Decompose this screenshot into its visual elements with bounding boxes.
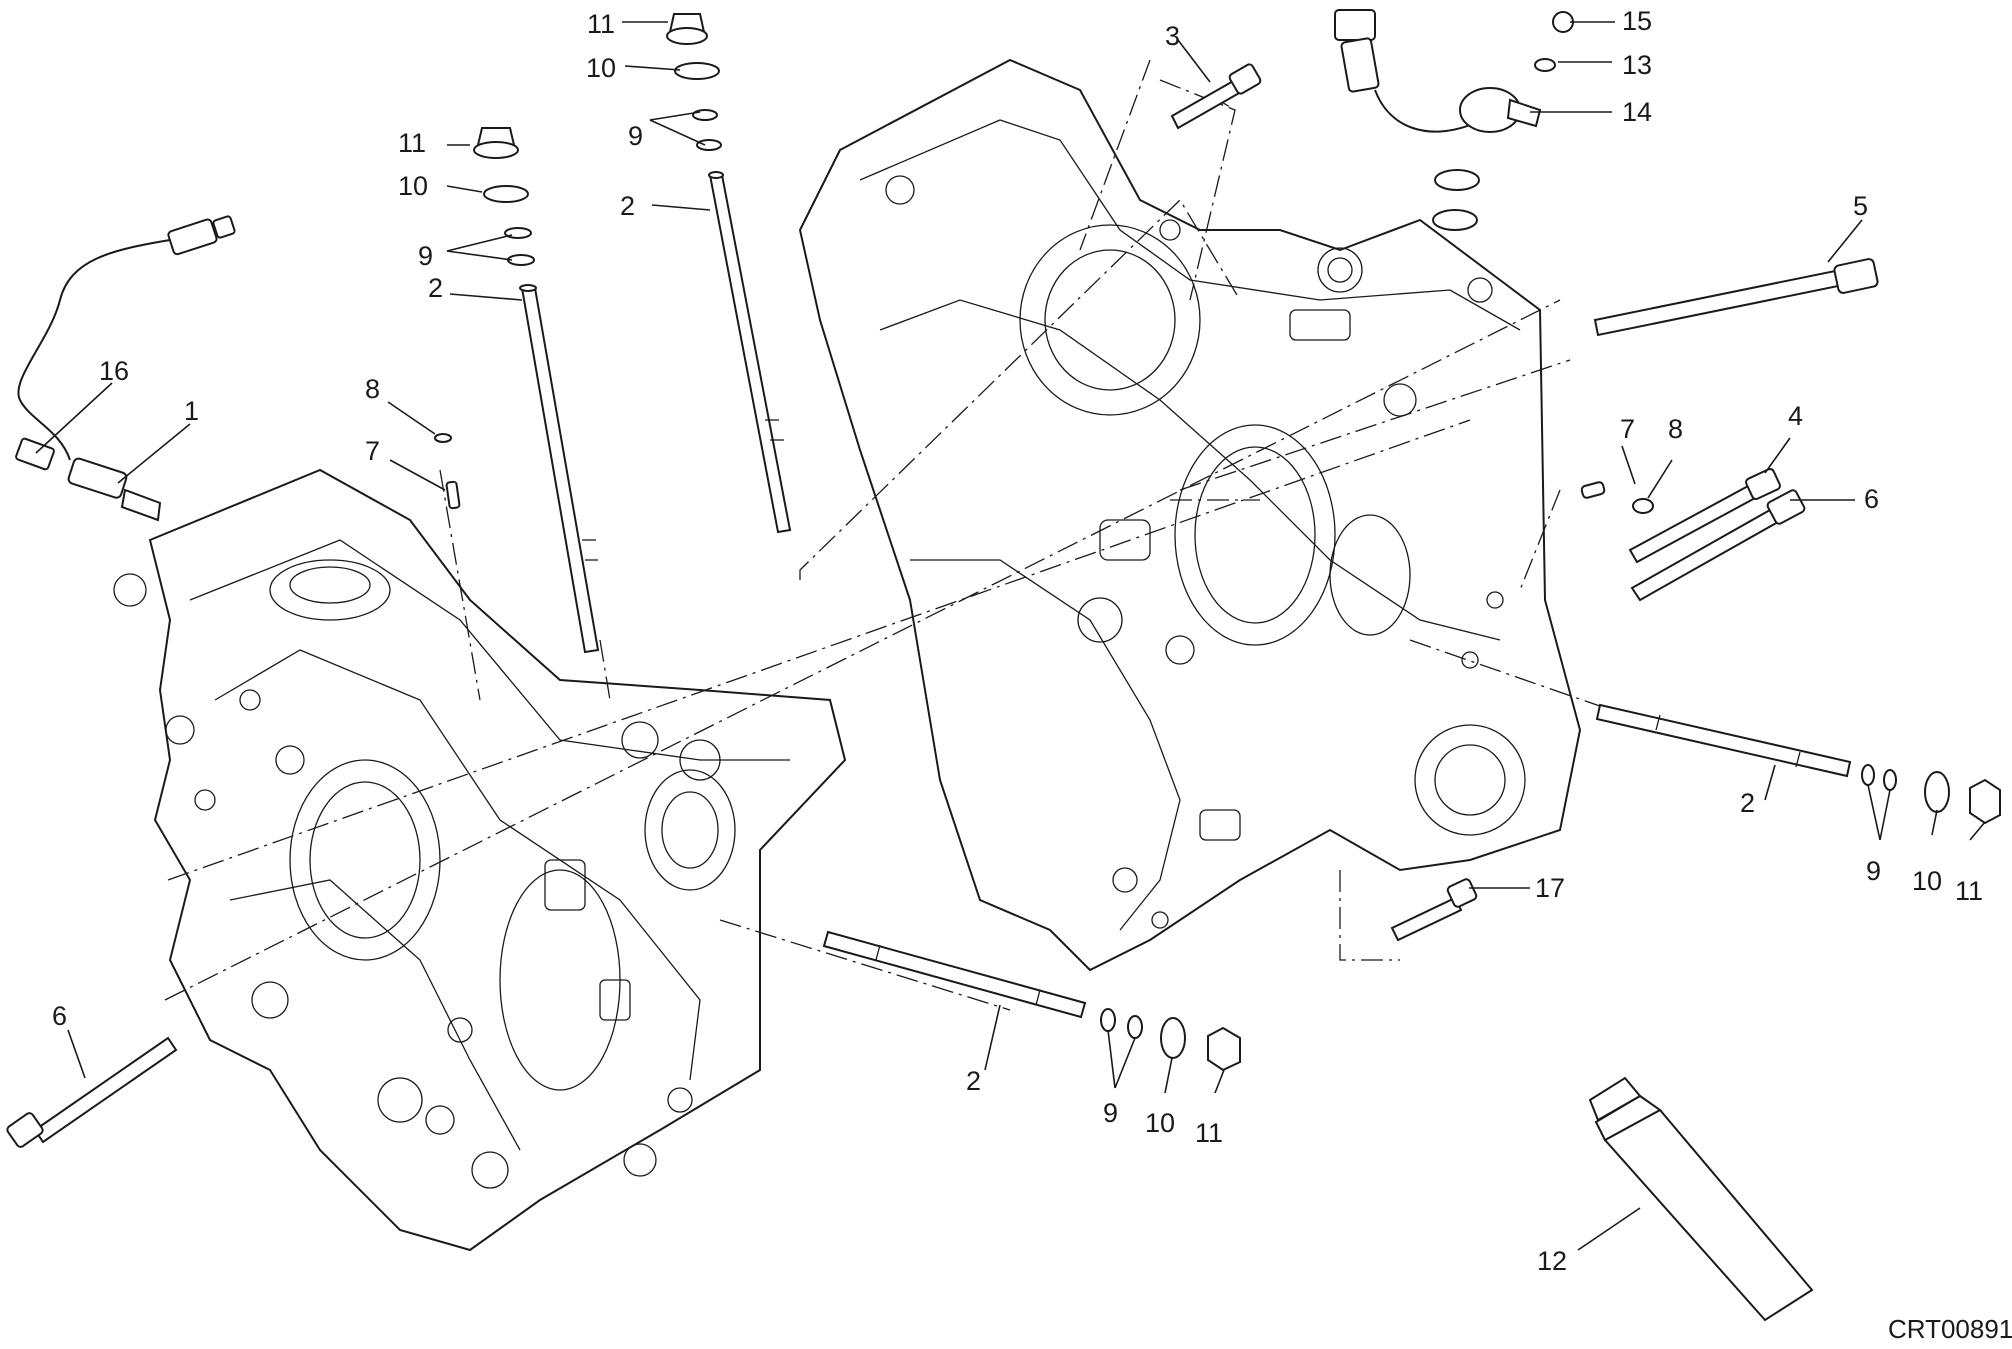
screw-4 (1628, 468, 1781, 564)
callout-12: 12 (1537, 1246, 1567, 1276)
callout-13: 13 (1622, 50, 1652, 80)
callout-8: 8 (1668, 414, 1683, 444)
right-crankcase-half (798, 58, 1582, 972)
stud-bolt-top-center (519, 284, 600, 654)
callout-7: 7 (1620, 414, 1635, 444)
leader-lines (35, 21, 1986, 1251)
dowel-oring-left (434, 433, 461, 510)
callout-3: 3 (1165, 21, 1180, 51)
alignment-lines (164, 59, 1641, 1011)
stud-bolt-bottom (822, 930, 1087, 1019)
screw-17 (1390, 878, 1478, 942)
callout-4: 4 (1788, 401, 1803, 431)
diagram-code: CRT00891 (1888, 1314, 2012, 1344)
hardware-stack-d (1100, 1008, 1241, 1072)
left-crankcase-half (113, 468, 847, 1252)
callout-9: 9 (1866, 856, 1881, 886)
screw-5 (1593, 258, 1879, 337)
callout-2: 2 (620, 191, 635, 221)
callout-2: 2 (966, 1066, 981, 1096)
callout-labels: 11 10 9 2 11 10 9 2 8 7 16 1 3 15 13 14 … (52, 6, 1983, 1276)
callout-6: 6 (1864, 484, 1879, 514)
hardware-stack-a (473, 127, 535, 266)
hardware-stack-c (1861, 764, 2001, 825)
callout-11: 11 (587, 9, 615, 39)
screw-6-left (6, 1036, 178, 1148)
callout-8: 8 (365, 374, 380, 404)
stud-bolt-top-right (708, 171, 792, 534)
callout-10: 10 (398, 171, 428, 201)
callout-9: 9 (1103, 1098, 1118, 1128)
callout-11: 11 (1955, 876, 1983, 906)
dowel-oring-right (1580, 481, 1654, 514)
callout-10: 10 (1145, 1108, 1175, 1138)
callout-17: 17 (1535, 873, 1565, 903)
callout-11: 11 (1195, 1118, 1223, 1148)
callout-2: 2 (1740, 788, 1755, 818)
callout-10: 10 (1912, 866, 1942, 896)
callout-6: 6 (52, 1001, 67, 1031)
callout-7: 7 (365, 436, 380, 466)
sensor-harness-right (1334, 9, 1574, 231)
callout-5: 5 (1853, 191, 1868, 221)
callout-9: 9 (628, 121, 643, 151)
sealant-tube (1588, 1076, 1814, 1322)
sensor-harness-left (15, 215, 236, 522)
screw-6-right (1630, 489, 1806, 602)
callout-9: 9 (418, 241, 433, 271)
callout-14: 14 (1622, 97, 1652, 127)
callout-16: 16 (99, 356, 129, 386)
callout-1: 1 (184, 396, 199, 426)
callout-11: 11 (398, 128, 426, 158)
callout-15: 15 (1622, 6, 1652, 36)
screw-3 (1170, 63, 1262, 130)
callout-2: 2 (428, 273, 443, 303)
stud-bolt-right (1595, 703, 1852, 778)
callout-10: 10 (586, 53, 616, 83)
hardware-stack-b (666, 13, 722, 151)
